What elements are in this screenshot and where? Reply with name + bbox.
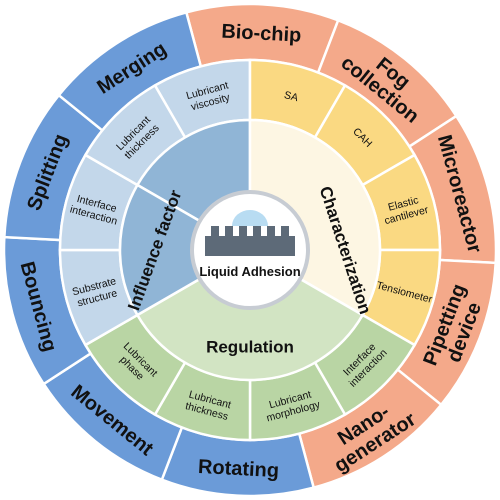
ring2-label-1: SA xyxy=(283,89,300,104)
substrate xyxy=(205,226,295,256)
droplet xyxy=(232,210,268,226)
liquid-adhesion-illustration xyxy=(205,210,295,256)
center-label: Liquid Adhesion xyxy=(199,264,300,279)
outer-label-rotating: Rotating xyxy=(197,456,279,482)
ring3-label-regulation: Regulation xyxy=(206,337,294,356)
outer-label-bio-chip: Bio-chip xyxy=(221,21,302,47)
center-hub: Liquid Adhesion xyxy=(190,190,310,310)
